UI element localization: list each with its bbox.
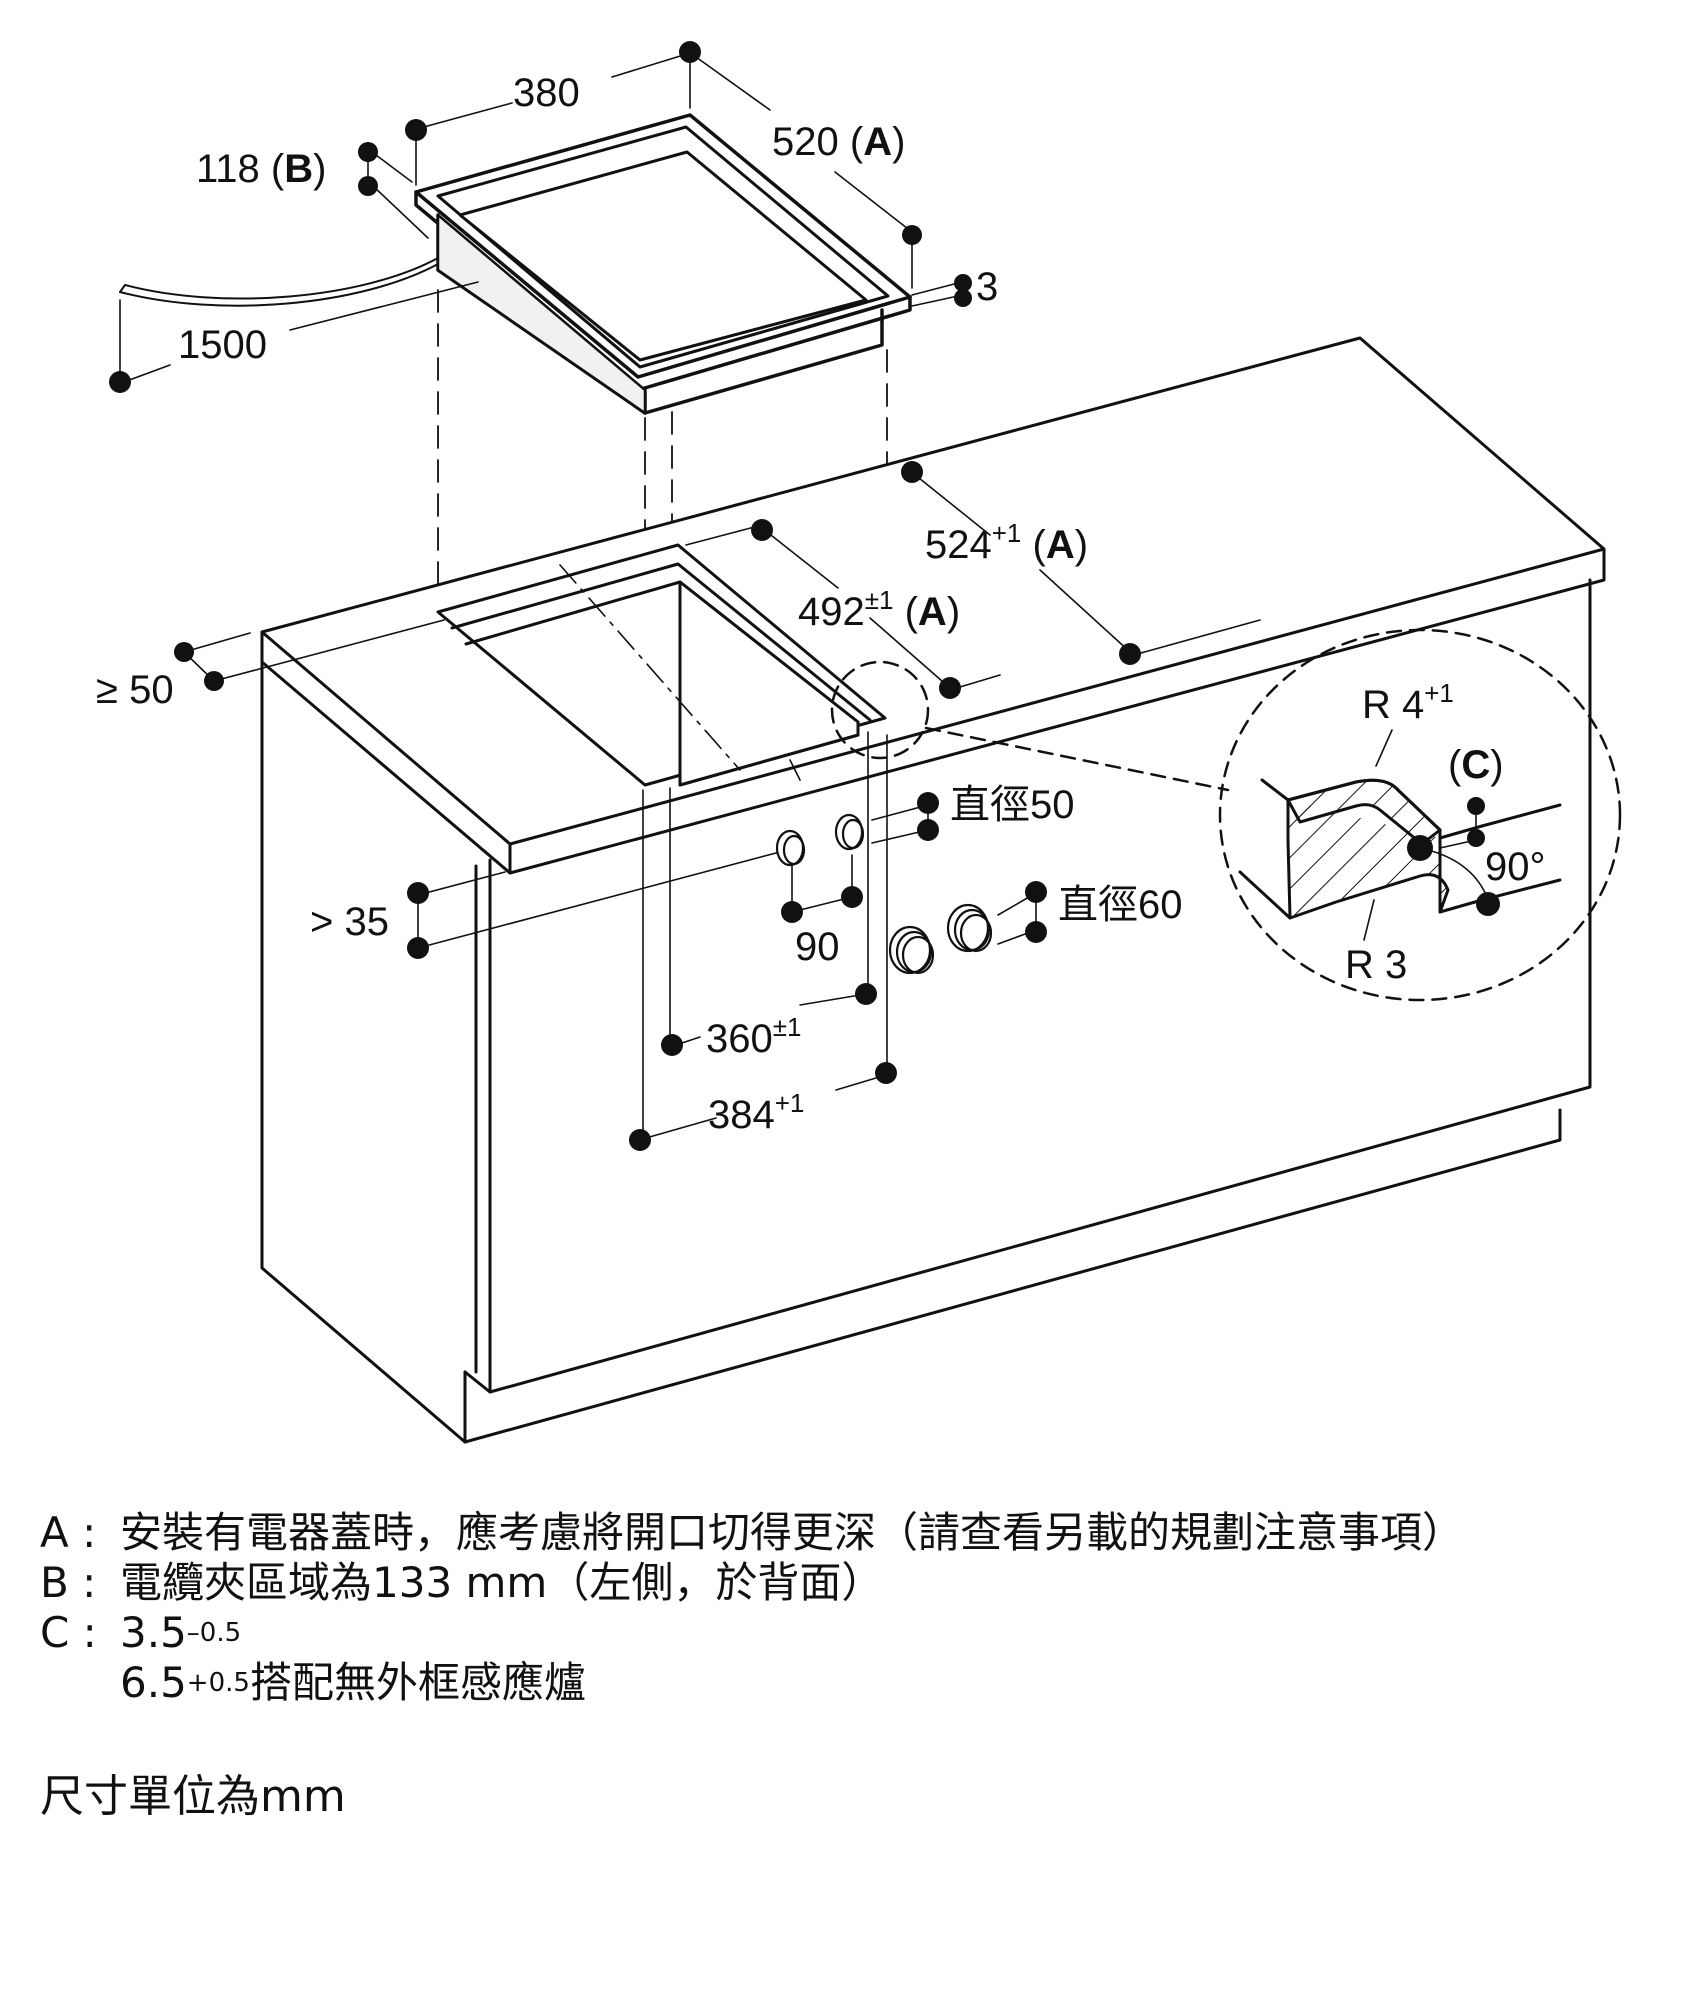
note-a: A : 安裝有電器蓋時，應考慮將開口切得更深（請查看另載的規劃注意事項）	[40, 1508, 1465, 1557]
hole-large-left	[888, 925, 935, 975]
hole-small-left	[775, 829, 806, 867]
hob-unit	[414, 113, 912, 415]
dim-front-distance: ≥ 50	[96, 668, 174, 712]
note-b: B : 電纜夾區域為133 mm（左側，於背面）	[40, 1558, 884, 1607]
units-note: 尺寸單位為mm	[40, 1771, 346, 1822]
hole-large-right	[946, 903, 993, 953]
footnotes: A : 安裝有電器蓋時，應考慮將開口切得更深（請查看另載的規劃注意事項） B :…	[40, 1508, 1464, 1708]
detail-radius-top: R 4+1	[1362, 678, 1454, 727]
detail-radius-bottom: R 3	[1345, 943, 1407, 987]
dim-worktop-thickness: > 35	[310, 900, 389, 944]
dim-outer-width: 384+1	[708, 1088, 804, 1137]
dim-frame-thickness: 3	[976, 265, 998, 309]
cutout-width-guides	[642, 731, 888, 1139]
cabinet	[260, 578, 1592, 1444]
dim-box-height: 118 (B)	[196, 147, 326, 191]
power-cable	[119, 257, 439, 307]
dim-hole-spacing: 90	[795, 925, 840, 969]
hole-small-right	[834, 813, 865, 851]
dim-hob-width: 380	[513, 71, 580, 115]
detail-angle: 90°	[1485, 845, 1546, 889]
detail-callout	[830, 628, 1622, 1002]
dim-hole-60: 直徑60	[1058, 883, 1183, 927]
worktop-cutout	[436, 543, 887, 787]
center-lines	[559, 564, 801, 781]
detail-section	[1238, 729, 1562, 941]
note-c: C : 3.5–0.5	[40, 1608, 242, 1657]
dim-inner-width: 360±1	[706, 1012, 801, 1061]
dimension-leaders	[119, 52, 1261, 1139]
cable-holes	[775, 813, 993, 975]
dim-hole-50: 直徑50	[950, 783, 1075, 827]
dim-cable-length: 1500	[178, 323, 267, 367]
dimension-dots	[109, 41, 1500, 1151]
detail-step-c: (C)	[1448, 743, 1504, 787]
dim-hob-depth: 520 (A)	[772, 120, 905, 164]
